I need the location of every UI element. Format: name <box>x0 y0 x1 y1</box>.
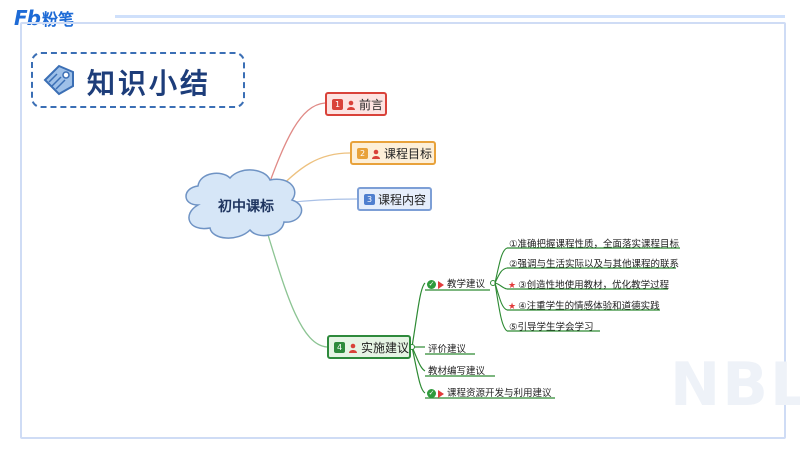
sub-textbook[interactable]: 教材编写建议 <box>428 366 486 377</box>
sub-resources[interactable]: ✓ 课程资源开发与利用建议 <box>427 385 552 399</box>
check-icon: ✓ <box>427 389 436 398</box>
brand-fb: Fb <box>14 6 41 30</box>
teaching-item-3[interactable]: ★③创造性地使用教材，优化教学过程 <box>508 277 669 291</box>
teaching-item-3-label: ③创造性地使用教材，优化教学过程 <box>518 280 670 291</box>
branch-implementation[interactable]: 4 实施建议 <box>327 335 411 359</box>
connector-textbook <box>411 346 426 372</box>
star-icon: ★ <box>508 302 517 312</box>
branch-1-label: 前言 <box>359 97 384 112</box>
center-cloud-shape <box>185 169 303 239</box>
star-icon: ★ <box>508 281 517 291</box>
teaching-item-1[interactable]: ①准确把握课程性质，全面落实课程目标 <box>509 239 680 250</box>
sub-teaching[interactable]: ✓ 教学建议 <box>427 276 485 290</box>
page-title: 知识小结 <box>87 67 212 100</box>
branch-course-content[interactable]: 3 课程内容 <box>357 187 432 211</box>
person-icon <box>371 148 381 159</box>
connector-branch-1 <box>264 102 326 196</box>
teaching-item-5[interactable]: ⑤引导学生学会学习 <box>509 322 594 333</box>
branch-1-number: 1 <box>332 98 343 110</box>
sub-evaluation[interactable]: 评价建议 <box>428 344 467 355</box>
sub-resources-label: 课程资源开发与利用建议 <box>447 388 552 399</box>
check-icon: ✓ <box>427 280 436 289</box>
connector-branch-4 <box>264 224 328 348</box>
flag-icon <box>438 389 444 398</box>
branch-3-number: 3 <box>364 193 375 205</box>
branch-2-number: 2 <box>357 147 368 159</box>
flag-icon <box>438 280 444 289</box>
center-node[interactable]: 初中课标 <box>218 199 274 215</box>
branch-4-label: 实施建议 <box>360 340 409 355</box>
teaching-item-4[interactable]: ★④注重学生的情感体验和道德实践 <box>508 298 660 312</box>
watermark: NBL <box>670 350 800 420</box>
header-divider <box>115 15 785 18</box>
connector-resources <box>411 346 426 394</box>
brand-name: 粉笔 <box>41 10 74 29</box>
sub-teaching-label: 教学建议 <box>447 279 486 290</box>
branch-4-number: 4 <box>334 341 345 353</box>
connector-teaching <box>411 282 426 348</box>
person-icon <box>346 99 356 110</box>
tag-icon <box>43 64 74 96</box>
person-icon <box>348 342 358 353</box>
title-box: 知识小结 <box>31 52 245 108</box>
teaching-item-4-label: ④注重学生的情感体验和道德实践 <box>518 301 660 312</box>
branch-2-label: 课程目标 <box>384 146 433 161</box>
branch-preface[interactable]: 1 前言 <box>325 92 387 116</box>
branch-3-label: 课程内容 <box>378 192 427 207</box>
branch-course-goals[interactable]: 2 课程目标 <box>350 141 436 165</box>
brand-logo: Fb 粉笔 <box>14 6 74 30</box>
slide-frame <box>20 22 786 439</box>
teaching-item-2[interactable]: ②强调与生活实际以及与其他课程的联系 <box>509 259 680 270</box>
